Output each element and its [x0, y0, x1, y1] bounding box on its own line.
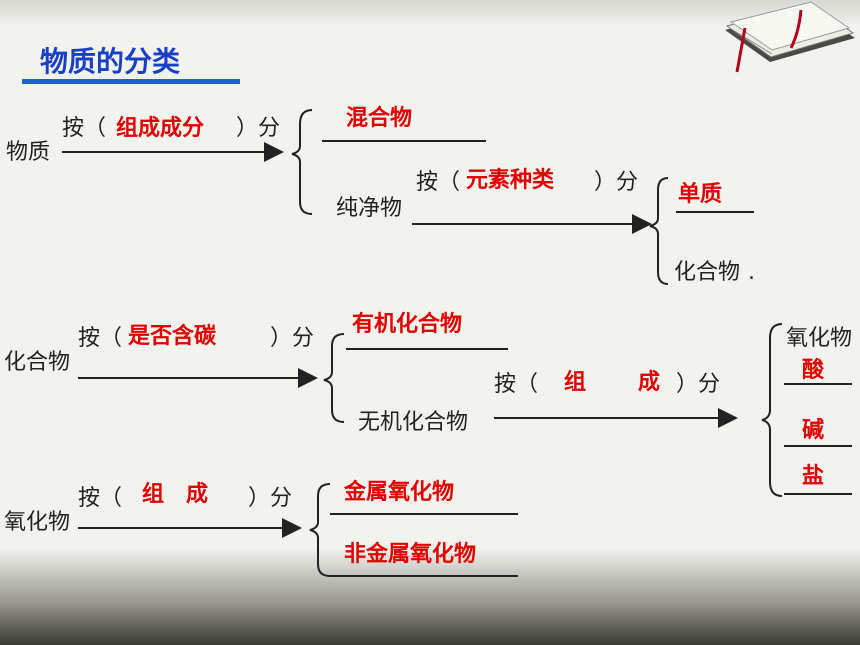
option-huahewu: 化合物 — [674, 260, 741, 285]
criterion-yanghuawu-a: 组 — [142, 482, 165, 507]
label-yanghuawu: 氧化物 — [4, 510, 71, 535]
label-huahewu: 化合物 — [4, 350, 71, 375]
by-close-yanghuawu: ）分 — [248, 486, 293, 511]
criterion-wuji-b: 成 — [638, 370, 661, 395]
option-yanghuawu: 氧化物 — [786, 326, 853, 351]
criterion-wuji-a: 组 — [564, 370, 587, 395]
brace-wuji — [761, 323, 783, 497]
option-feijinshuyanghuawu: 非金属氧化物 — [344, 542, 477, 567]
book-icon — [725, 1, 855, 73]
brace-chunjingwu — [649, 177, 669, 285]
brace-huahewu — [323, 333, 345, 423]
option-suan: 酸 — [802, 358, 825, 383]
option-jinshuyanghuawu: 金属氧化物 — [344, 480, 455, 505]
option-yan: 盐 — [802, 464, 825, 489]
by-open-chunjingwu: 按（ — [416, 170, 461, 195]
label-wuzhi: 物质 — [6, 140, 51, 165]
bottom-band — [0, 548, 860, 645]
top-band — [0, 0, 860, 24]
by-open-wuzhi: 按（ — [62, 116, 107, 141]
brace-yanghuawu — [309, 483, 331, 577]
by-close-huahewu: ）分 — [270, 326, 315, 351]
label-wujihuahewu: 无机化合物 — [358, 410, 469, 435]
by-open-yanghuawu: 按（ — [78, 486, 123, 511]
criterion-wuzhi: 组成成分 — [116, 116, 205, 141]
option-youjihuahewu: 有机化合物 — [352, 312, 463, 337]
by-open-wuji: 按（ — [494, 372, 539, 397]
by-close-chunjingwu: ）分 — [594, 170, 639, 195]
option-jian: 碱 — [802, 418, 825, 443]
trailing-dot: . — [748, 260, 755, 285]
by-open-huahewu: 按（ — [78, 326, 123, 351]
label-chunjingwu: 纯净物 — [336, 196, 403, 221]
brace-wuzhi — [291, 109, 313, 215]
option-danzhi: 单质 — [678, 182, 723, 207]
by-close-wuji: ）分 — [676, 372, 721, 397]
criterion-huahewu: 是否含碳 — [128, 324, 217, 349]
by-close-wuzhi: ）分 — [236, 116, 281, 141]
criterion-chunjingwu: 元素种类 — [466, 168, 555, 193]
title-underline — [22, 79, 240, 84]
option-hunhewu: 混合物 — [346, 106, 413, 131]
criterion-yanghuawu-b: 成 — [186, 482, 209, 507]
page-title: 物质的分类 — [40, 45, 181, 78]
